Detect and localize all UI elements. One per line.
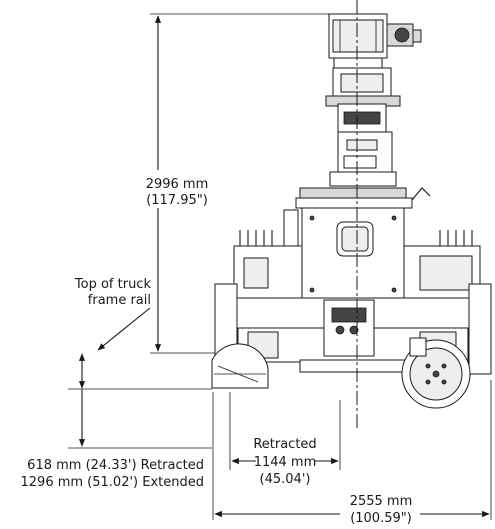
below-rail-retracted-label: 618 mm (24.33') Retracted bbox=[27, 458, 204, 473]
width-mm-label: 2555 mm bbox=[350, 494, 413, 509]
right-outrigger-body bbox=[403, 230, 481, 299]
retracted-title-label: Retracted bbox=[253, 437, 316, 452]
frame-rail-annotation: Top of truck frame rail bbox=[74, 277, 152, 351]
left-outrigger-body bbox=[233, 209, 303, 299]
below-rail-extended-label: 1296 mm (51.02') Extended bbox=[21, 475, 205, 490]
crane-machine bbox=[211, 0, 492, 430]
retracted-width-dimension: Retracted 1144 mm (45.04') bbox=[229, 392, 341, 487]
height-mm-label: 2996 mm bbox=[146, 177, 209, 192]
below-rail-dimension: 618 mm (24.33') Retracted 1296 mm (51.02… bbox=[21, 353, 212, 490]
height-in-label: (117.95") bbox=[146, 193, 208, 208]
width-in-label: (100.59") bbox=[350, 511, 412, 526]
retracted-ft-label: (45.04') bbox=[260, 472, 311, 487]
retracted-mm-label: 1144 mm bbox=[254, 455, 317, 470]
height-dimension: 2996 mm (117.95") bbox=[146, 13, 330, 354]
winch-assembly bbox=[328, 13, 422, 69]
turret-base bbox=[295, 187, 431, 301]
boom-upper bbox=[325, 67, 401, 187]
right-stabilizer-wheel bbox=[401, 337, 471, 409]
frame-rail-label-line2: frame rail bbox=[88, 293, 151, 308]
left-stabilizer-foot bbox=[211, 343, 269, 389]
overall-width-dimension: 2555 mm (100.59") bbox=[212, 380, 492, 526]
frame-rail-label-line1: Top of truck bbox=[74, 277, 152, 292]
